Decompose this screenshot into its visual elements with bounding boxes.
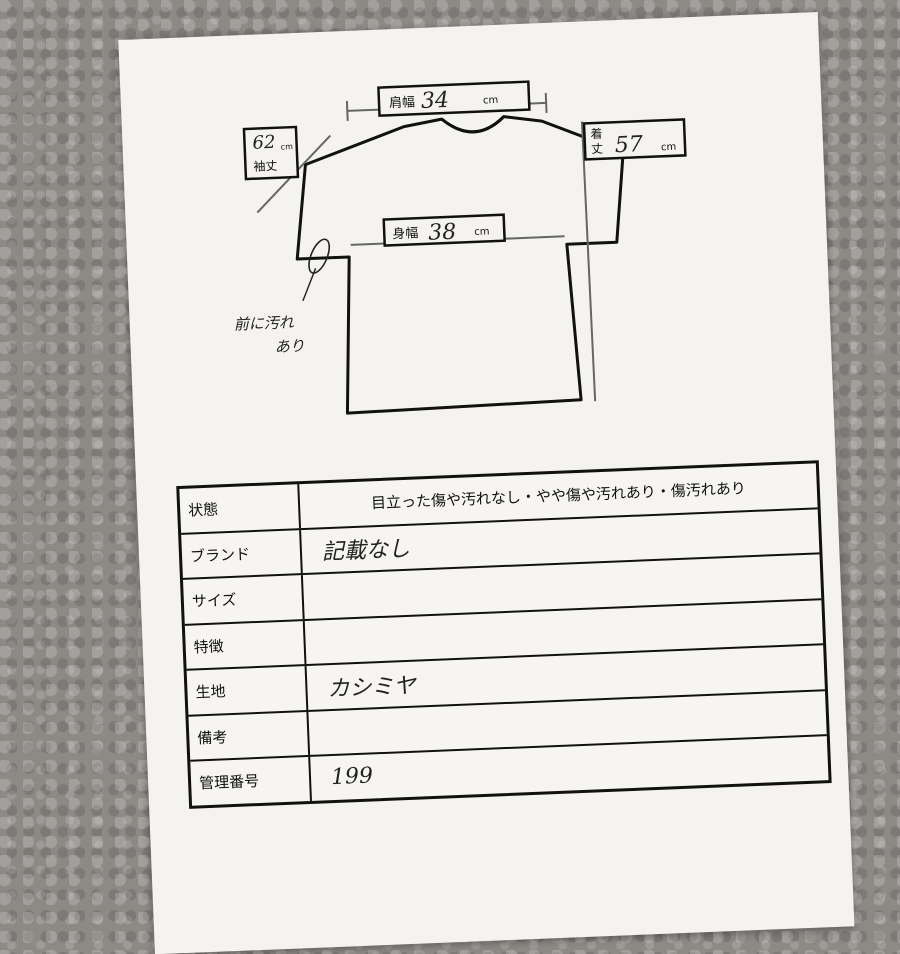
row-label: 管理番号	[190, 756, 312, 806]
length-label-1: 着	[590, 126, 603, 141]
stain-circle	[308, 238, 331, 274]
row-label: サイズ	[182, 575, 305, 624]
length-value: 57	[614, 132, 643, 158]
length-unit: cm	[661, 142, 677, 154]
body-label: 身幅	[392, 225, 419, 242]
shoulder-unit: cm	[483, 95, 499, 107]
shoulder-label: 肩幅	[389, 94, 416, 111]
row-label: 特徴	[184, 620, 307, 669]
row-label: 生地	[186, 665, 309, 715]
stain-note-line1: 前に汚れ	[233, 313, 295, 333]
collar-inner	[449, 122, 497, 133]
sleeve-value: 62	[252, 132, 276, 154]
sleeve-box	[242, 125, 300, 181]
body-unit: cm	[474, 226, 490, 238]
length-box	[582, 118, 687, 161]
measurement-card: 肩幅 34 cm 身幅 38 cm 着 丈 57 cm 62 cm 袖丈 前に汚…	[118, 11, 855, 954]
stain-pointer	[302, 268, 317, 302]
row-label: 備考	[188, 711, 311, 760]
length-label-2: 丈	[591, 142, 604, 156]
stain-note-line2: あり	[274, 337, 305, 356]
row-label: ブランド	[181, 529, 303, 578]
body-value: 38	[428, 220, 457, 246]
shoulder-value: 34	[420, 88, 449, 114]
row-label: 状態	[179, 484, 301, 533]
sleeve-label: 袖丈	[253, 158, 278, 174]
details-table: 状態 目立った傷や汚れなし・やや傷や汚れあり・傷汚れあり ブランド 記載なし サ…	[176, 460, 832, 809]
tshirt-outline	[295, 115, 625, 415]
shoulder-box	[377, 80, 531, 117]
tshirt-diagram: 肩幅 34 cm 身幅 38 cm 着 丈 57 cm 62 cm 袖丈 前に汚…	[233, 80, 687, 415]
sleeve-unit: cm	[281, 142, 294, 151]
body-box	[382, 213, 506, 247]
length-arrow	[580, 121, 597, 402]
